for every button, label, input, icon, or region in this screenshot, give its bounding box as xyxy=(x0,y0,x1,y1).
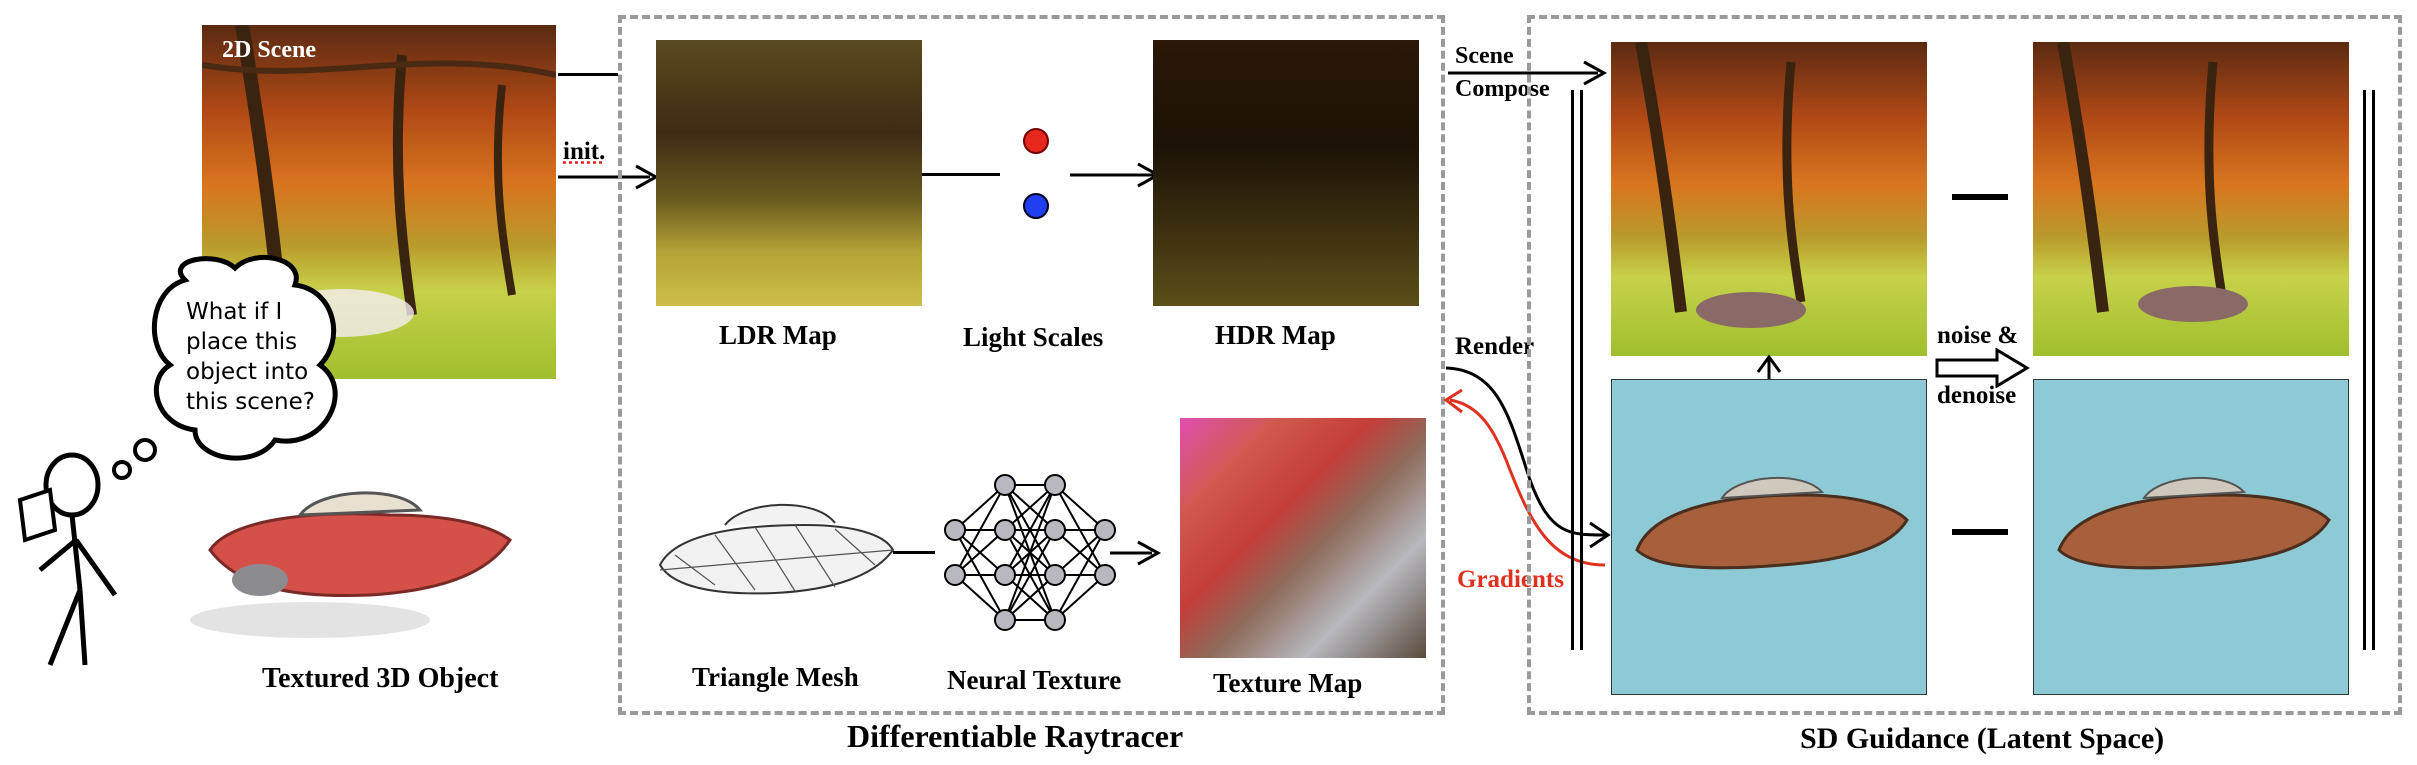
thought-bubble xyxy=(151,254,338,461)
connector-line xyxy=(922,173,1000,176)
sd-guidance-box xyxy=(1527,15,2402,715)
noise-label-2: denoise xyxy=(1937,382,2017,409)
thought-line-1: What if I xyxy=(186,299,283,325)
scene-compose-label-1: Scene xyxy=(1455,43,1514,69)
hdr-label: HDR Map xyxy=(1215,320,1336,350)
minus-sign-bottom xyxy=(1952,529,2008,535)
neural-texture-label: Neural Texture xyxy=(947,665,1122,695)
norm-bar-right xyxy=(2372,90,2375,650)
texture-map-image xyxy=(1180,418,1426,658)
ldr-map-image xyxy=(656,40,922,306)
render-label: Render xyxy=(1455,333,1535,360)
texture-map-label: Texture Map xyxy=(1213,668,1363,698)
mesh-label: Triangle Mesh xyxy=(692,662,859,692)
object-caption: Textured 3D Object xyxy=(262,663,499,694)
composed-scene-image xyxy=(1611,42,1927,356)
light-scales-label: Light Scales xyxy=(963,322,1104,352)
neural-network-icon xyxy=(944,474,1116,631)
light-scale-blue-dot xyxy=(1023,193,1049,219)
scene-compose-arrow xyxy=(1448,60,1608,86)
thought-line-3: object into xyxy=(186,359,309,385)
minus-sign-top xyxy=(1952,194,2008,200)
init-label: init. xyxy=(563,138,606,165)
scene-compose-label-2: Compose xyxy=(1455,76,1550,102)
stick-figure-icon xyxy=(17,438,157,666)
textured-car-image xyxy=(190,491,513,638)
thought-line-4: this scene? xyxy=(186,389,315,415)
norm-bar-left xyxy=(1571,90,1574,650)
noise-hollow-arrow xyxy=(1935,348,2030,388)
sd-guidance-title: SD Guidance (Latent Space) xyxy=(1800,722,2165,755)
denoised-scene-image xyxy=(2033,42,2349,356)
thought-text: What if I place this object into this sc… xyxy=(186,297,315,417)
thought-line-2: place this xyxy=(186,329,298,355)
gradients-label: Gradients xyxy=(1457,566,1564,593)
light-scale-red-dot xyxy=(1023,128,1049,154)
texture-arrow xyxy=(1110,540,1162,566)
connector-line xyxy=(893,551,935,554)
connector-line xyxy=(558,73,618,76)
noise-label-1: noise & xyxy=(1937,322,2019,349)
rendered-object-image xyxy=(1611,379,1927,695)
raytracer-box xyxy=(618,15,1445,715)
denoised-object-image xyxy=(2033,379,2349,695)
triangle-mesh-image xyxy=(658,503,895,595)
scene-label: 2D Scene xyxy=(222,37,316,63)
norm-bar-left xyxy=(1580,90,1583,650)
hdr-map-image xyxy=(1153,40,1419,306)
norm-bar-right xyxy=(2363,90,2366,650)
ldr-label: LDR Map xyxy=(719,320,837,350)
raytracer-title: Differentiable Raytracer xyxy=(847,718,1184,754)
